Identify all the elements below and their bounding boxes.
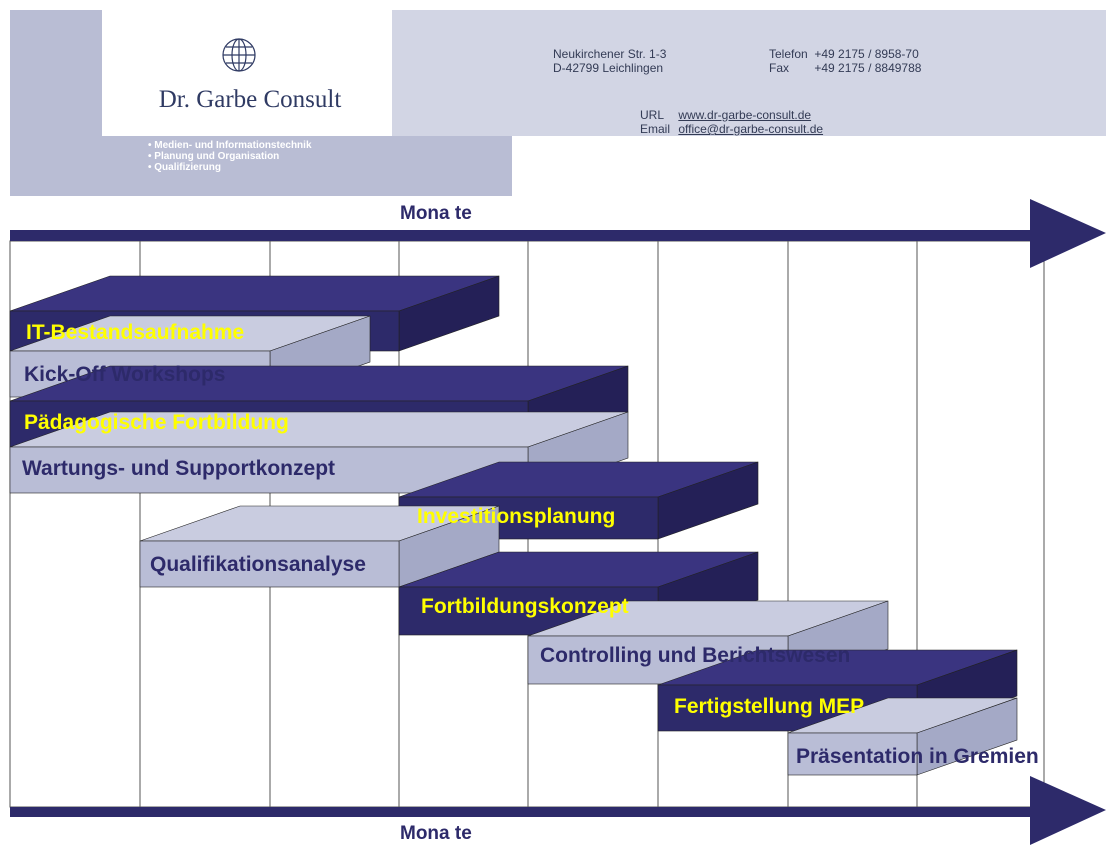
postal-address: Neukirchener Str. 1-3 D-42799 Leichlinge… xyxy=(553,47,666,75)
phone-number: +49 2175 / 8958-70 xyxy=(814,47,919,61)
letterhead-left-band-light xyxy=(10,10,102,136)
company-name: Dr. Garbe Consult xyxy=(158,86,342,113)
bar-top-face xyxy=(9,275,500,312)
timeline-bar xyxy=(398,551,759,636)
bar-side-face xyxy=(916,649,1018,732)
address-line: D-42799 Leichlingen xyxy=(553,61,664,75)
url-link[interactable]: www.dr-garbe-consult.de xyxy=(678,108,812,122)
email-label: Email xyxy=(640,122,671,136)
bar-label: Kick-Off Workshops xyxy=(24,363,226,386)
bar-side-face xyxy=(527,365,629,448)
phone-label: Telefon xyxy=(769,47,808,61)
bottom-axis-arrow xyxy=(10,776,1106,845)
email-link[interactable]: office@dr-garbe-consult.de xyxy=(678,122,824,136)
bar-top-face xyxy=(398,551,759,588)
url-label: URL xyxy=(640,108,665,122)
bar-label: Controlling und Berichtswesen xyxy=(540,644,851,667)
bar-label: Präsentation in Gremien xyxy=(796,745,1039,768)
phone-fax-block: Telefon +49 2175 / 8958-70 Fax +49 2175 … xyxy=(769,47,921,75)
fax-label: Fax xyxy=(769,61,790,75)
bar-side-face xyxy=(657,551,759,636)
service-item: Planung und Organisation xyxy=(148,151,312,162)
letterhead-contact-panel xyxy=(392,10,1106,136)
bar-side-face xyxy=(657,461,759,540)
top-axis-label: Mona te xyxy=(400,203,472,224)
bar-label: Wartungs- und Supportkonzept xyxy=(22,457,336,480)
bar-label: Pädagogische Fortbildung xyxy=(24,411,289,434)
top-axis-arrow xyxy=(10,199,1106,268)
address-line: Neukirchener Str. 1-3 xyxy=(553,47,667,61)
web-contact-block: URL www.dr-garbe-consult.de Email office… xyxy=(640,108,823,136)
fax-number: +49 2175 / 8849788 xyxy=(814,61,922,75)
logo-box xyxy=(102,10,392,136)
service-item: Qualifizierung xyxy=(148,162,312,173)
bar-label: Qualifikationsanalyse xyxy=(150,553,366,576)
services-list: Medien- und Informationstechnik Planung … xyxy=(148,140,312,173)
bar-top-face xyxy=(398,461,759,498)
globe-icon xyxy=(222,38,256,72)
bar-side-face xyxy=(527,411,629,494)
bar-label: Fertigstellung MEP xyxy=(674,695,865,718)
bar-label: Investitionsplanung xyxy=(417,505,616,528)
bottom-axis-label: Mona te xyxy=(400,823,472,844)
bar-side-face xyxy=(398,275,500,352)
bar-side-face xyxy=(787,600,889,685)
bar-label: IT-Bestandsaufnahme xyxy=(26,321,245,344)
bar-side-face xyxy=(269,315,371,398)
bar-label: Fortbildungskonzept xyxy=(421,595,629,618)
service-item: Medien- und Informationstechnik xyxy=(148,140,311,151)
